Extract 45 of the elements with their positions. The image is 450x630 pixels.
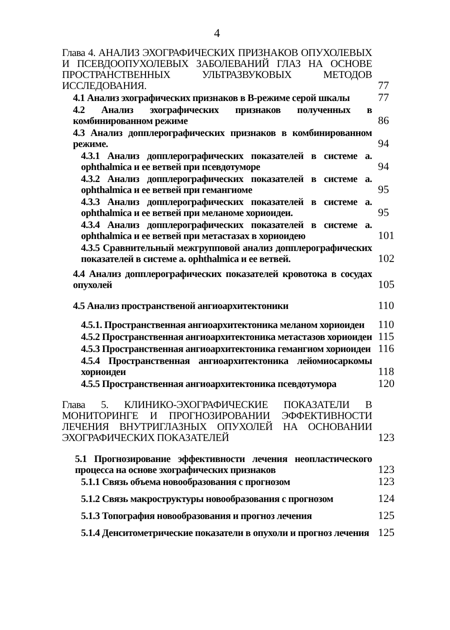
section-entry: 5.1 Прогнозирование эффективности лечения неопластического процесса на основе эхографических признаков: [75, 454, 372, 476]
page-reference: 116: [378, 344, 394, 355]
section-entry: 4.2 Анализ эхографических признаков полученных в комбинированном режиме: [73, 105, 372, 127]
section-entry: 4.4 Анализ допплерографических показателей кровотока в сосудах опухолей: [73, 269, 372, 291]
section-entry: 4.5.4 Пространственная ангиоархитектоника лейомиосаркомы хориоидеи: [81, 356, 372, 378]
page-reference: 125: [378, 511, 394, 522]
page-reference: 120: [378, 379, 394, 390]
page-reference: 123: [378, 477, 394, 488]
page-reference: 102: [378, 254, 394, 265]
section-entry: 5.1.2 Связь макроструктуры новообразования с прогнозом: [81, 494, 334, 505]
section-entry: 4.5.5 Пространственная ангиоархитектоника псевдотумора: [81, 379, 338, 390]
section-entry: 4.1 Анализ эхографических признаков в В-режиме серой шкалы: [73, 93, 351, 104]
page-reference: 105: [378, 280, 394, 291]
chapter-heading: Глава 5. КЛИНИКО-ЭХОГРАФИЧЕСКИЕ ПОКАЗАТЕЛИ В МОНИТОРИНГЕ И ПРОГНОЗИРОВАНИИ ЭФФЕКТИВНОСТИ ЛЕЧЕНИЯ ВНУТРИГЛАЗНЫХ ОПУХОЛЕЙ НА ОСНОВАНИИ ЭХОГРАФИЧЕСКИХ ПОКАЗАТЕЛЕЙ: [62, 400, 372, 444]
page-reference: 123: [378, 465, 394, 476]
page-reference: 101: [378, 231, 394, 242]
section-entry: 5.1.4 Денситометрические показатели в опухоли и прогноз лечения: [81, 528, 370, 539]
page-reference: 110: [378, 320, 394, 331]
page-reference: 123: [378, 433, 394, 444]
page-reference: 77: [378, 93, 389, 104]
page-reference: 118: [378, 367, 394, 378]
section-entry: 4.5 Анализ пространственой ангиоархитектоники: [73, 301, 290, 312]
chapter-heading: Глава 4. АНАЛИЗ ЭХОГРАФИЧЕСКИХ ПРИЗНАКОВ ОПУХОЛЕВЫХ И ПСЕВДООПУХОЛЕВЫХ ЗАБОЛЕВАНИЙ ГЛАЗ НА ОСНОВЕ ПРОСТРАНСТВЕННЫХ УЛЬТРАЗВУКОВЫХ МЕТОДОВ ИССЛЕДОВАНИЯ.: [62, 48, 372, 92]
section-entry: 4.5.2 Пространственная ангиоархитектоника метастазов хориоидеи: [81, 332, 372, 343]
section-entry: 4.3.1 Анализ допплерографических показателей в системе a. ophthalmica и ее ветвей при псевдотуморе: [81, 151, 372, 173]
page-reference: 110: [378, 301, 394, 312]
section-entry: 4.3.4 Анализ допплерографических показателей в системе a. ophthalmica и ее ветвей при метастазах в хориоидею: [81, 220, 372, 242]
page-number: 4: [214, 25, 220, 42]
section-entry: 4.3.2 Анализ допплерографических показателей в системе a. ophthalmica и ее ветвей при гемангиоме: [81, 174, 372, 196]
section-entry: 5.1.1 Связь объема новообразования с прогнозом: [81, 477, 292, 488]
page-reference: 115: [378, 332, 394, 343]
section-entry: 4.5.3 Пространственная ангиоархитектоника гемангиом хориоидеи: [81, 344, 372, 355]
page-reference: 86: [378, 116, 389, 127]
section-entry: 5.1.3 Топография новообразования и прогноз лечения: [81, 511, 313, 522]
page-reference: 95: [378, 208, 389, 219]
page-reference: 124: [378, 494, 394, 505]
section-entry: 4.3.3 Анализ допплерографических показателей в системе a. ophthalmica и ее ветвей при меланоме хориоидеи.: [81, 197, 372, 219]
page-reference: 94: [378, 162, 389, 173]
page-reference: 77: [378, 81, 389, 92]
section-entry: 4.5.1. Пространственная ангиоархитектоника меланом хориоидеи: [81, 320, 366, 331]
page-reference: 94: [378, 139, 389, 150]
section-entry: 4.3.5 Сравнительный межгрупповой анализ допплерографических показателей в системе a. ophthalmica и ее ветвей.: [81, 243, 372, 265]
section-entry: 4.3 Анализ допплерографических признаков в комбинированном режиме.: [73, 128, 372, 150]
page-reference: 125: [378, 528, 394, 539]
page-reference: 95: [378, 185, 389, 196]
